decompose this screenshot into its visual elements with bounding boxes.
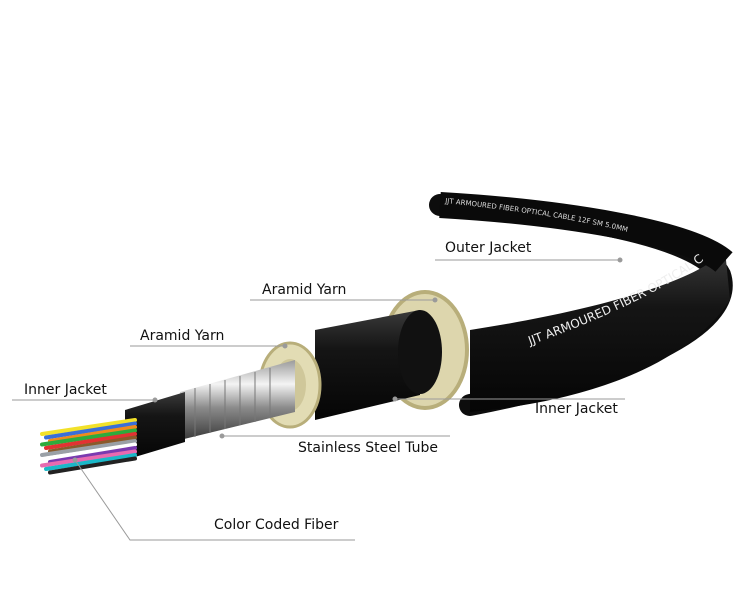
label-color-coded-fiber: Color Coded Fiber: [214, 517, 339, 533]
inner-jacket-segment: [315, 310, 420, 420]
label-inner-jacket-left: Inner Jacket: [24, 382, 107, 398]
label-stainless-steel-tube: Stainless Steel Tube: [298, 440, 438, 456]
fiber-strand: [40, 428, 137, 447]
fiber-strand: [48, 456, 137, 475]
steel-tube-ridges: [194, 368, 271, 437]
fiber-strand: [48, 446, 137, 464]
label-aramid-yarn-outer: Aramid Yarn: [262, 282, 347, 298]
fiber-strand: [40, 449, 137, 468]
fiber-strand: [40, 439, 137, 457]
fiber-strand: [44, 421, 137, 440]
fiber-strand: [48, 425, 137, 443]
label-aramid-yarn-inner: Aramid Yarn: [140, 328, 225, 344]
label-outer-jacket: Outer Jacket: [445, 240, 532, 256]
inner-jacket-left: [125, 392, 185, 460]
fiber-strand: [44, 453, 137, 471]
fiber-strand: [48, 435, 137, 454]
label-inner-jacket-right: Inner Jacket: [535, 401, 618, 417]
fiber-strand: [44, 442, 137, 461]
fiber-strand: [40, 418, 137, 436]
stainless-steel-tube: [180, 360, 295, 440]
fiber-strand: [44, 432, 137, 450]
color-coded-fibers: [40, 418, 137, 475]
outer-jacket-body: [470, 250, 730, 412]
